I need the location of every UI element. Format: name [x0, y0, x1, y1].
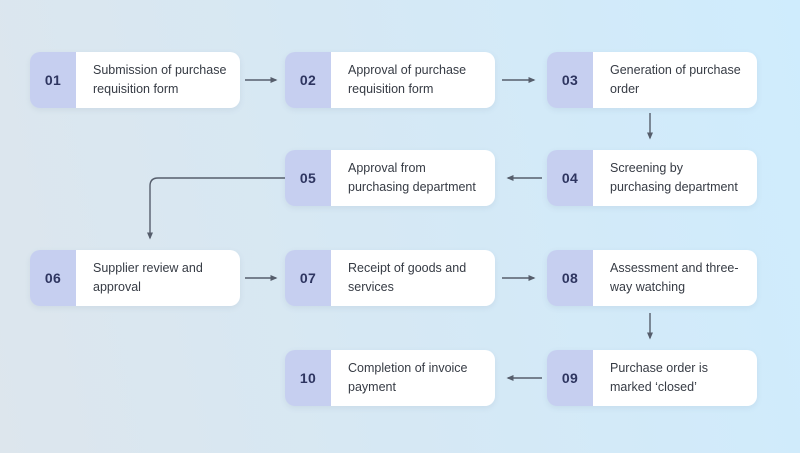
step-label: Screening by purchasing department — [593, 150, 757, 206]
step-number-badge: 01 — [30, 52, 76, 108]
step-number-badge: 04 — [547, 150, 593, 206]
step-number: 08 — [561, 270, 579, 286]
step-card-10: 10 Completion of invoice payment — [285, 350, 495, 406]
step-card-09: 09 Purchase order is marked ‘closed’ — [547, 350, 757, 406]
step-label: Purchase order is marked ‘closed’ — [593, 350, 757, 406]
step-number-badge: 08 — [547, 250, 593, 306]
step-label: Receipt of goods and services — [331, 250, 495, 306]
step-card-05: 05 Approval from purchasing department — [285, 150, 495, 206]
step-label: Supplier review and approval — [76, 250, 240, 306]
step-number: 03 — [561, 72, 579, 88]
step-number: 06 — [44, 270, 62, 286]
step-number-badge: 10 — [285, 350, 331, 406]
step-number-badge: 07 — [285, 250, 331, 306]
arrow-elbow-icon-05-to-06 — [147, 177, 285, 240]
step-number: 09 — [561, 370, 579, 386]
step-label: Approval of purchase requisition form — [331, 52, 495, 108]
step-card-02: 02 Approval of purchase requisition form — [285, 52, 495, 108]
step-number-badge: 09 — [547, 350, 593, 406]
step-number-badge: 02 — [285, 52, 331, 108]
step-card-01: 01 Submission of purchase requisition fo… — [30, 52, 240, 108]
step-number: 10 — [299, 370, 317, 386]
step-card-03: 03 Generation of purchase order — [547, 52, 757, 108]
step-card-08: 08 Assessment and three-way watching — [547, 250, 757, 306]
step-card-07: 07 Receipt of goods and services — [285, 250, 495, 306]
step-number: 01 — [44, 72, 62, 88]
step-number: 04 — [561, 170, 579, 186]
step-number-badge: 03 — [547, 52, 593, 108]
step-number: 02 — [299, 72, 317, 88]
step-number: 05 — [299, 170, 317, 186]
step-number-badge: 05 — [285, 150, 331, 206]
step-number-badge: 06 — [30, 250, 76, 306]
step-card-04: 04 Screening by purchasing department — [547, 150, 757, 206]
step-label: Completion of invoice payment — [331, 350, 495, 406]
step-label: Assessment and three-way watching — [593, 250, 757, 306]
step-number: 07 — [299, 270, 317, 286]
step-card-06: 06 Supplier review and approval — [30, 250, 240, 306]
step-label: Generation of purchase order — [593, 52, 757, 108]
step-label: Approval from purchasing department — [331, 150, 495, 206]
step-label: Submission of purchase requisition form — [76, 52, 240, 108]
